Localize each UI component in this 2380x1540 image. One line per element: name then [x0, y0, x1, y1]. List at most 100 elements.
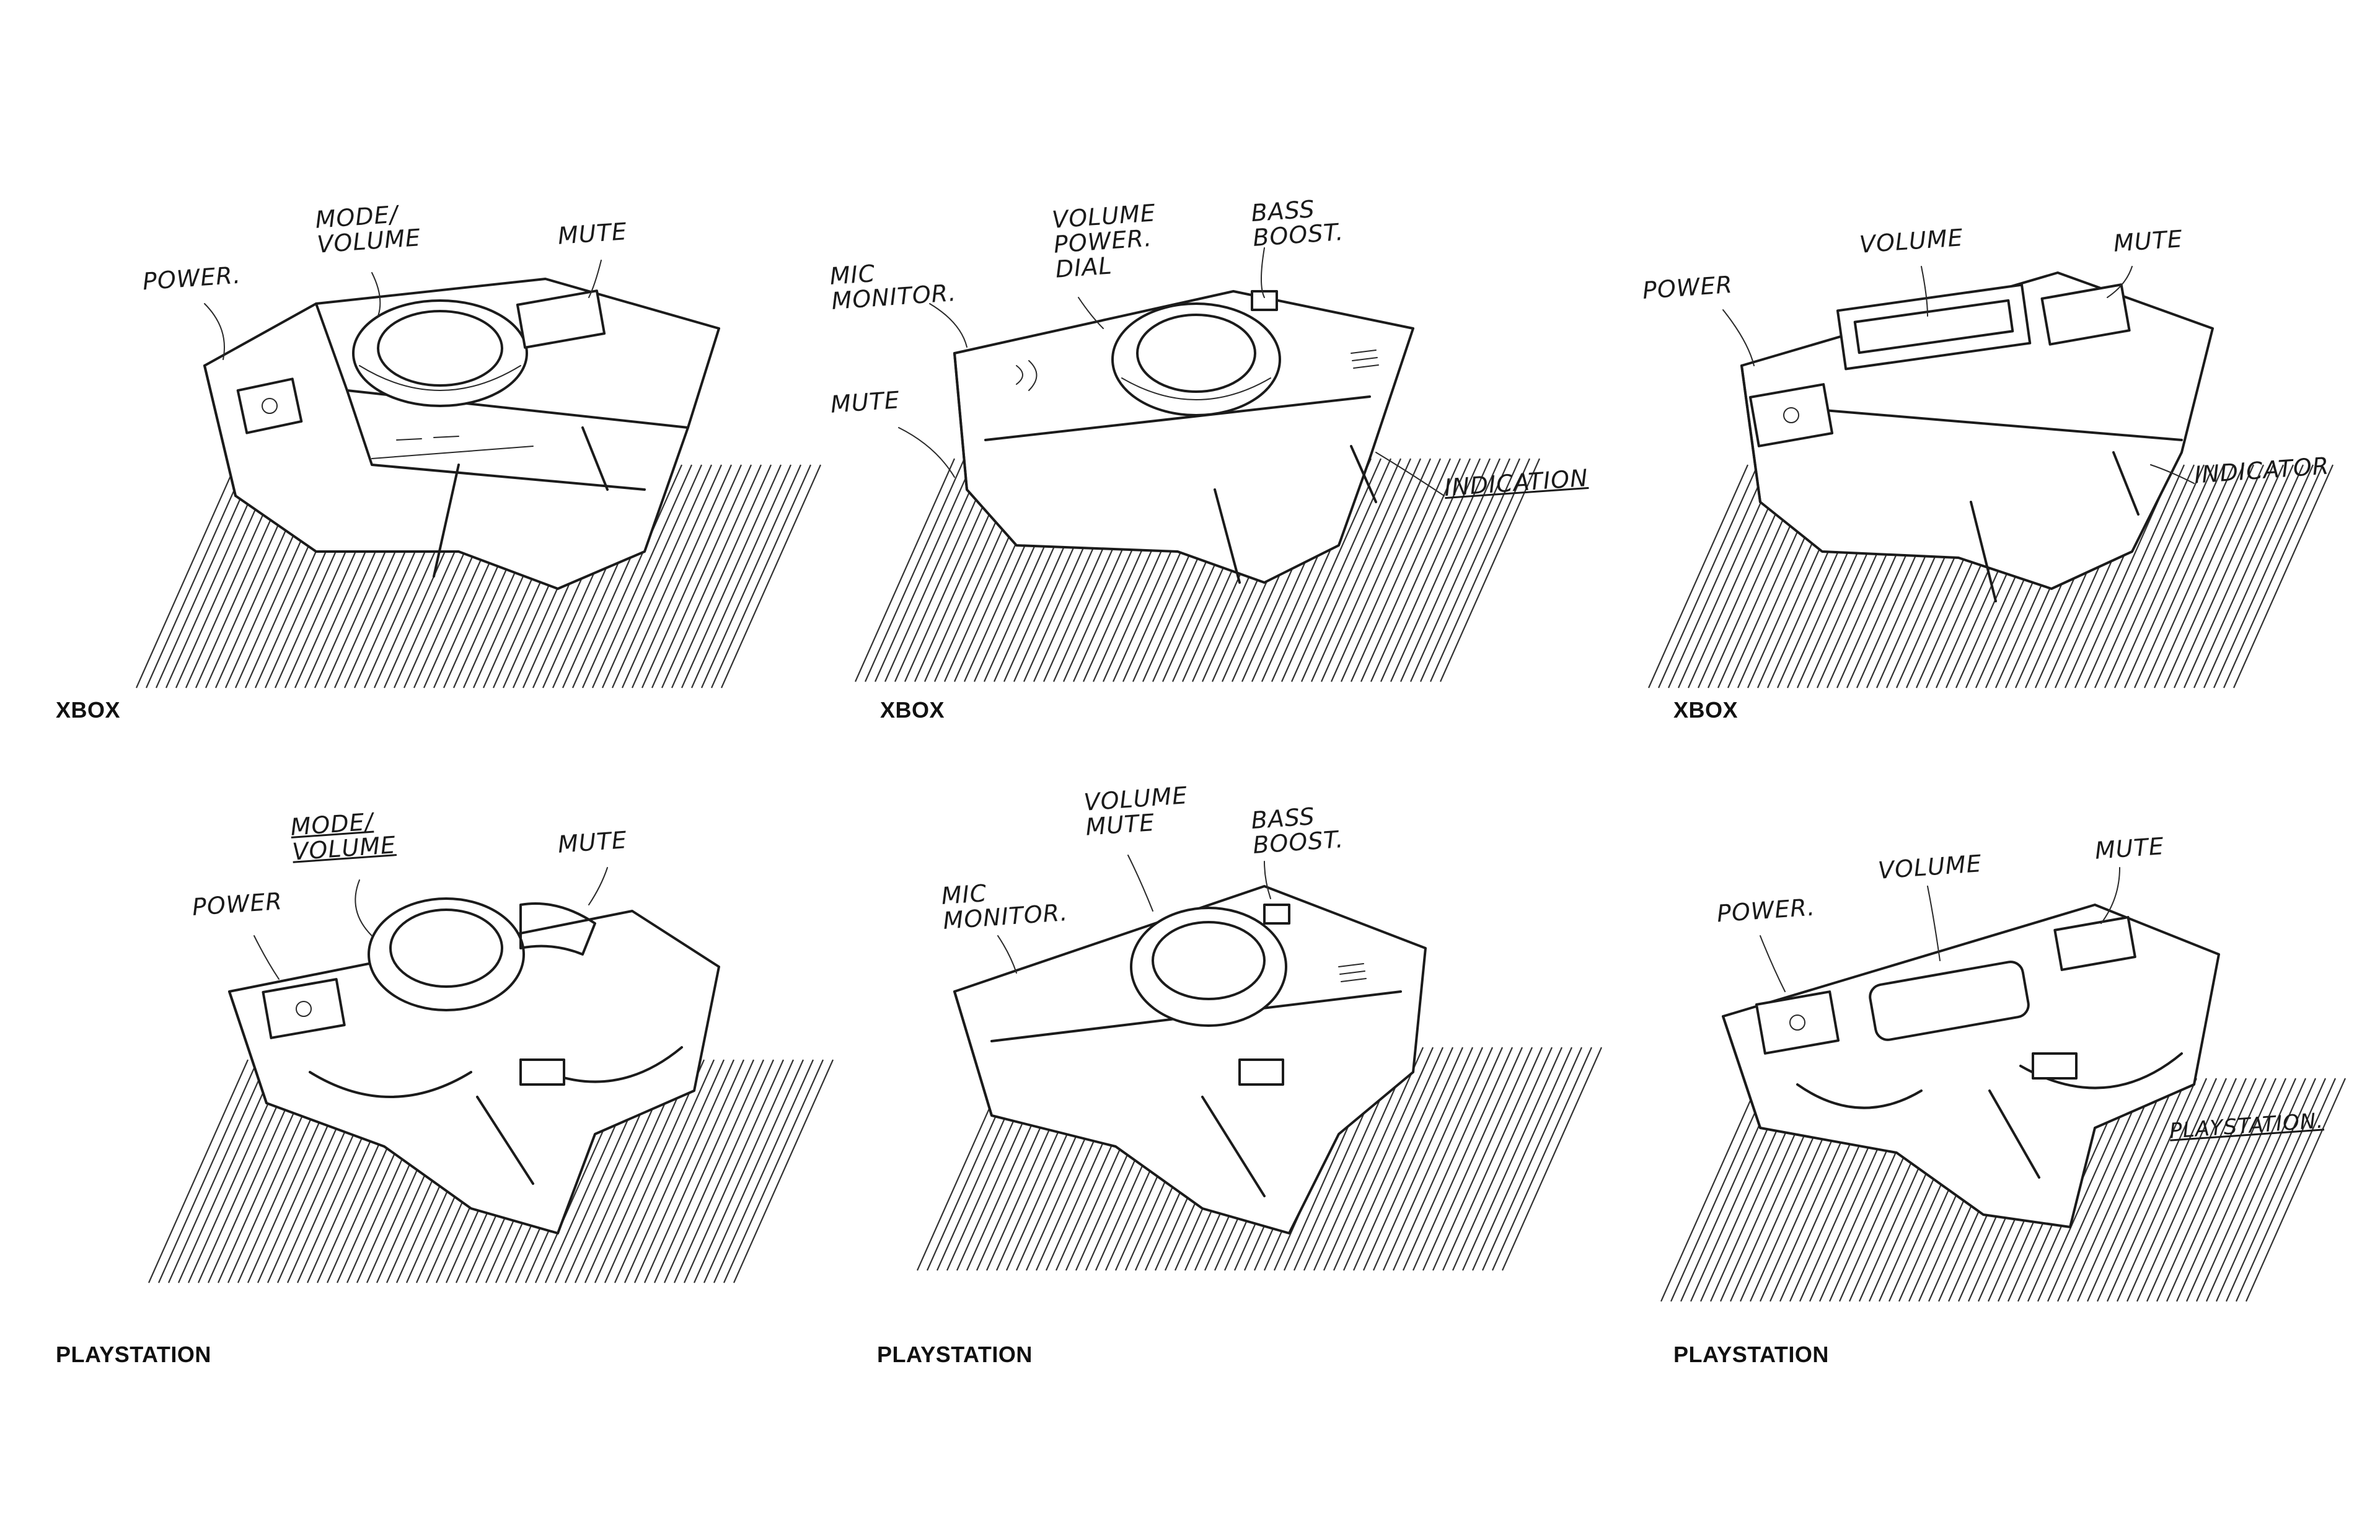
- shadow-hatch-line: [2126, 1078, 2228, 1302]
- shadow-hatch-line: [681, 464, 782, 689]
- shadow-hatch-line: [2133, 464, 2235, 689]
- shadow-hatch-line: [1439, 458, 1541, 682]
- shadow-hatch-line: [663, 1059, 765, 1283]
- shadow-hatch-line: [2245, 1078, 2347, 1302]
- shadow-hatch-line: [673, 1059, 775, 1283]
- shadow-hatch-line: [723, 1059, 824, 1283]
- shadow-hatch-line: [1342, 1047, 1444, 1271]
- shadow-hatch-line: [2203, 464, 2304, 689]
- shadow-hatch-line: [690, 464, 792, 689]
- shadow-hatch-line: [2166, 1078, 2267, 1302]
- shadow-hatch-line: [614, 1059, 715, 1283]
- shadow-hatch-line: [1380, 458, 1481, 682]
- shadow-hatch-line: [1422, 1047, 1523, 1271]
- shadow-hatch-line: [2223, 464, 2324, 689]
- shadow-hatch-line: [854, 458, 956, 682]
- shadow-hatch-line: [864, 458, 966, 682]
- shadow-hatch-line: [2156, 1078, 2257, 1302]
- leader-lines: [204, 260, 602, 360]
- shadow-hatch-line: [1392, 1047, 1494, 1271]
- shadow-hatch-line: [1280, 458, 1382, 682]
- shadow-hatch-line: [1501, 1047, 1603, 1271]
- shadow-hatch-line: [1382, 1047, 1484, 1271]
- shadow-hatch-line: [2193, 464, 2294, 689]
- platform-label-4: PLAYSTATION: [56, 1342, 211, 1367]
- shadow-hatch-line: [1399, 458, 1501, 682]
- shadow-hatch-line: [2113, 464, 2215, 689]
- shadow-hatch-line: [631, 464, 733, 689]
- sketch-playstation-center-dial: VOLUME MUTE BASS BOOST. MIC MONITOR.: [892, 781, 1603, 1283]
- shadow-hatch-line: [135, 464, 237, 689]
- shadow-hatch-line: [2175, 1078, 2277, 1302]
- shadow-hatch-line: [581, 464, 683, 689]
- shadow-hatch-line: [661, 464, 762, 689]
- shadow-hatch-line: [2185, 1078, 2287, 1302]
- shadow-hatch-line: [2153, 464, 2255, 689]
- shadow-hatch-line: [1372, 1047, 1474, 1271]
- sketch-playstation-dial: POWER MODE/ VOLUME MUTE: [124, 799, 834, 1295]
- shadow-hatch-line: [2225, 1078, 2327, 1302]
- shadow-hatch-line: [1350, 458, 1452, 682]
- shadow-hatch-line: [177, 1059, 279, 1283]
- shadow-hatch-line: [1320, 458, 1422, 682]
- shadow-hatch-line: [1647, 464, 1749, 689]
- shadow-hatch-line: [2136, 1078, 2237, 1302]
- platform-label-2: XBOX: [880, 697, 945, 723]
- shadow-hatch-line: [710, 464, 812, 689]
- shadow-hatch-line: [1402, 1047, 1504, 1271]
- shadow-hatch-line: [671, 464, 772, 689]
- platform-label-3: XBOX: [1673, 697, 1739, 723]
- shadow-hatch-line: [1390, 458, 1491, 682]
- shadow-hatch-line: [643, 1059, 745, 1283]
- shadow-hatch-line: [633, 1059, 735, 1283]
- shadow-hatch-line: [2104, 464, 2205, 689]
- sketch-xbox-center-dial: VOLUME POWER. DIAL BASS BOOST. MIC MONIT…: [829, 195, 1589, 694]
- shadow-hatch-line: [683, 1059, 785, 1283]
- platform-label-5: PLAYSTATION: [877, 1342, 1033, 1367]
- shadow-hatch-line: [884, 458, 985, 682]
- sketch-xbox-dial: POWER. MODE/ VOLUME MUTE: [112, 201, 822, 700]
- sketch-playstation-roller: POWER. VOLUME MUTE PLAYSTATION.: [1636, 818, 2347, 1314]
- platform-label-1: XBOX: [56, 697, 121, 723]
- shadow-hatch-line: [653, 1059, 755, 1283]
- shadow-hatch-line: [145, 464, 247, 689]
- shadow-hatch-line: [1330, 458, 1432, 682]
- shadow-hatch-line: [1409, 458, 1511, 682]
- shadow-hatch-line: [155, 464, 257, 689]
- shadow-hatch-line: [1352, 1047, 1454, 1271]
- shadow-hatch-line: [693, 1059, 795, 1283]
- shadow-hatch-line: [713, 1059, 814, 1283]
- shadow-hatch-line: [1429, 458, 1531, 682]
- shadow-hatch-line: [2215, 1078, 2317, 1302]
- shadow-hatch-line: [2123, 464, 2225, 689]
- shadow-hatch-line: [1452, 1047, 1553, 1271]
- shadow-hatch-line: [2066, 1078, 2168, 1302]
- shadow-hatch-line: [2084, 464, 2185, 689]
- shadow-hatch-line: [2096, 1078, 2198, 1302]
- shadow-hatch-line: [1432, 1047, 1533, 1271]
- shadow-hatch-line: [604, 1059, 705, 1283]
- shadow-hatch-line: [148, 1059, 249, 1283]
- shadow-hatch-line: [2213, 464, 2314, 689]
- shadow-hatch-line: [1461, 1047, 1563, 1271]
- shadow-hatch-line: [720, 464, 822, 689]
- shadow-hatch-line: [157, 1059, 259, 1283]
- shadow-hatch-line: [1481, 1047, 1583, 1271]
- shadow-hatch-line: [1491, 1047, 1593, 1271]
- shadow-hatch-line: [1670, 1078, 1771, 1302]
- shadow-hatch-line: [2056, 1078, 2158, 1302]
- shadow-hatch-line: [2106, 1078, 2208, 1302]
- shadow-hatch-line: [1340, 458, 1442, 682]
- shadow-hatch-line: [591, 464, 693, 689]
- shadow-hatch-line: [621, 464, 723, 689]
- sketch-xbox-roller: POWER VOLUME MUTE INDICATOR: [1624, 205, 2334, 700]
- shadow-hatch-line: [1370, 458, 1471, 682]
- shadow-hatch-line: [1419, 458, 1521, 682]
- shadow-hatch-line: [733, 1059, 834, 1283]
- shadow-hatch-line: [2232, 464, 2334, 689]
- shadow-hatch-line: [2143, 464, 2245, 689]
- shadow-hatch-line: [2076, 1078, 2178, 1302]
- shadow-hatch-line: [703, 1059, 804, 1283]
- shadow-hatch-line: [2047, 1078, 2148, 1302]
